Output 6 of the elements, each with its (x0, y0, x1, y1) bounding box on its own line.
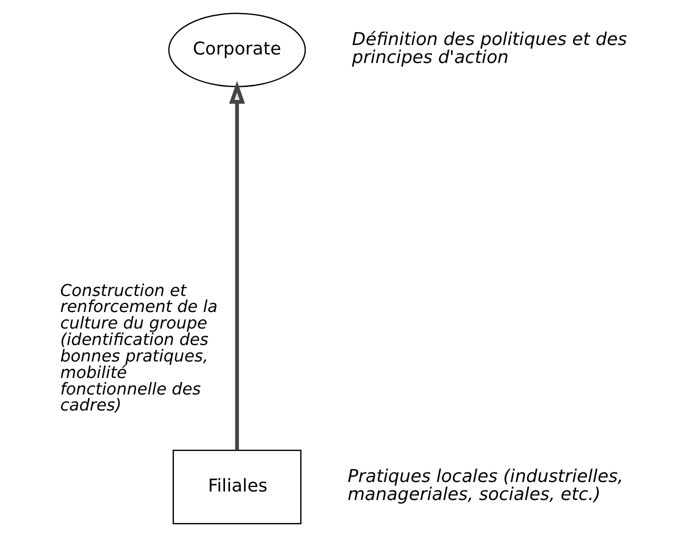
edge-label: Construction et renforcement de la culture du groupe (identification des bonnes pratiques, mobilité fonctionnelle des cadres) (60, 280, 218, 415)
node-ellipse: Corporate (168, 12, 306, 88)
node-box: Filiales (172, 450, 301, 524)
arrow (228, 80, 245, 450)
node-label: Définition des politiques et des principes d'action (352, 30, 626, 68)
node-label: Pratiques locales (industrielles, manageriales, sociales, etc.) (347, 467, 623, 505)
